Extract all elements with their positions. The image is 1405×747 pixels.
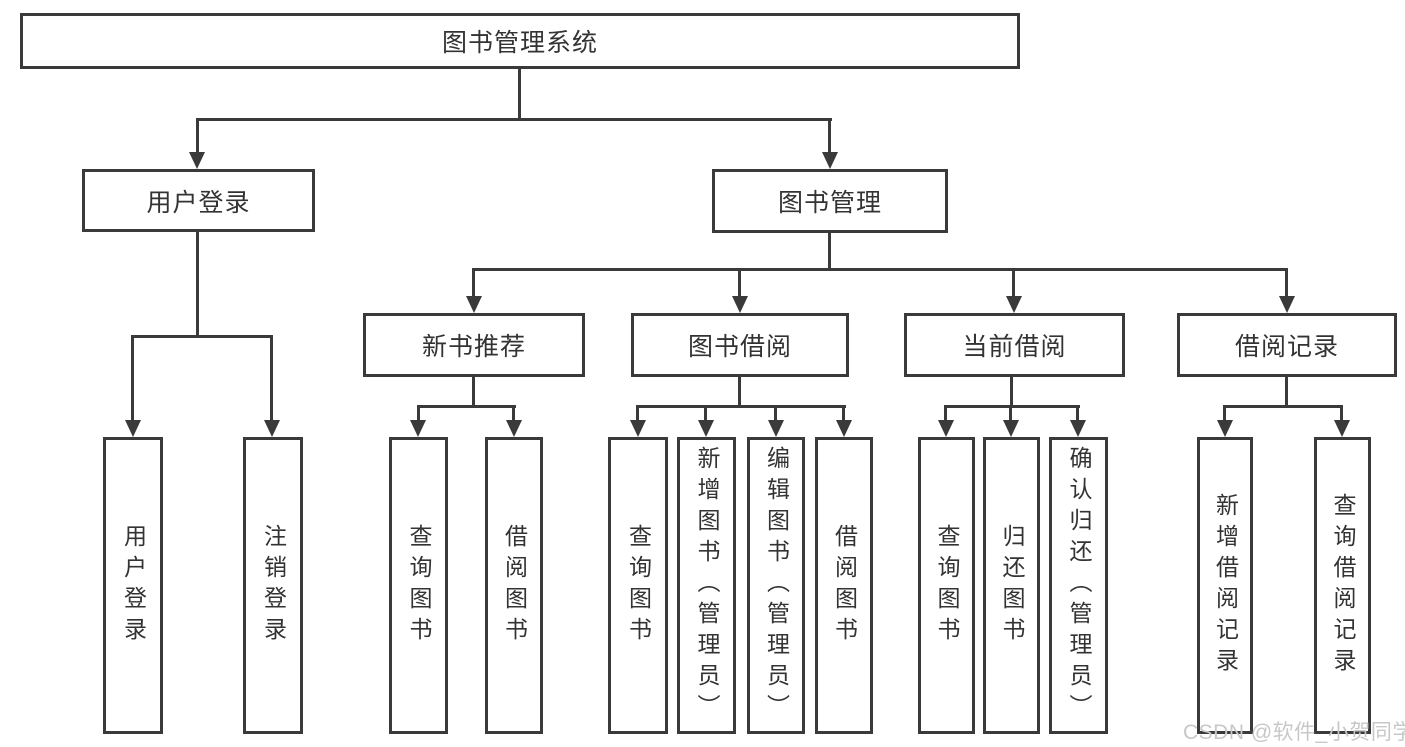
connector-stem [472,268,475,298]
arrowhead-down [822,152,838,169]
node-label: 新书推荐 [421,333,526,361]
connector-branch [472,268,1288,271]
connector-stem [944,405,947,423]
connector-stem [828,233,831,271]
connector-stem [704,405,707,423]
node-label: 当前借阅 [962,333,1067,361]
arrowhead-down [1217,420,1233,437]
connector-branch [636,405,846,408]
leaf-label: 查询借阅记录 [1330,492,1356,679]
node-user-login: 用户登录 [82,169,315,232]
node-borrow-records: 借阅记录 [1177,313,1397,377]
connector-stem [842,405,845,423]
arrowhead-down [506,420,522,437]
leaf-query-books-recommend: 查询图书 [389,437,448,734]
node-label: 借阅记录 [1234,333,1339,361]
leaf-query-borrow-record: 查询借阅记录 [1314,437,1371,734]
leaf-user-login: 用户登录 [103,437,163,734]
leaf-label: 借阅图书 [501,523,528,648]
node-current-borrow: 当前借阅 [904,313,1125,377]
watermark-text: CSDN @软件_小贺同学 [1183,721,1405,744]
leaf-label: 查询图书 [625,523,652,648]
arrowhead-down [410,420,426,437]
connector-branch [944,405,1080,408]
connector-stem [738,268,741,298]
node-label: 图书管理 [777,189,882,217]
connector-root-stem [518,69,521,120]
leaf-label: 借阅图书 [831,523,858,648]
arrowhead-down [732,296,748,313]
leaf-borrow-books-recommend: 借阅图书 [485,437,543,734]
node-label: 图书借阅 [687,333,792,361]
connector-root-branch [196,118,832,121]
node-label: 图书管理系统 [441,29,598,57]
connector-stem [828,118,831,154]
connector-stem [636,405,639,423]
leaf-label: 查询图书 [406,523,432,648]
leaf-confirm-return-admin: 确认归还（管理员） [1049,437,1108,734]
leaf-label: 确认归还（管理员） [1066,446,1092,725]
leaf-label: 新增图书（管理员） [694,446,720,725]
connector-stem [417,405,420,423]
node-book-management: 图书管理 [712,169,948,233]
connector-stem [1340,405,1343,423]
arrowhead-down [1334,420,1350,437]
leaf-return-books: 归还图书 [983,437,1040,734]
arrowhead-down [466,296,482,313]
connector-stem [196,118,199,154]
leaf-borrow-books: 借阅图书 [815,437,873,734]
leaf-label: 编辑图书（管理员） [763,446,790,725]
connector-stem [1012,268,1015,298]
leaf-query-books-borrow: 查询图书 [608,437,668,734]
leaf-edit-books-admin: 编辑图书（管理员） [747,437,805,734]
node-label: 用户登录 [146,188,251,217]
connector-stem [1285,268,1288,298]
connector-stem [774,405,777,423]
connector-stem [472,377,475,408]
connector-stem [1009,405,1012,423]
connector-stem [270,335,273,423]
connector-stem [1010,377,1013,408]
leaf-logout: 注销登录 [243,437,303,734]
connector-stem [131,335,134,423]
arrowhead-down [768,420,784,437]
connector-branch [417,405,516,408]
arrowhead-down [1279,296,1295,313]
arrowhead-down [1003,420,1019,437]
arrowhead-down [698,420,714,437]
arrowhead-down [1006,296,1022,313]
leaf-add-books-admin: 新增图书（管理员） [677,437,736,734]
node-new-book-recommend: 新书推荐 [363,313,585,377]
arrowhead-down [264,420,280,437]
connector-stem [738,377,741,408]
arrowhead-down [1070,420,1086,437]
leaf-add-borrow-record: 新增借阅记录 [1197,437,1253,734]
leaf-label: 新增借阅记录 [1212,492,1239,679]
leaf-label: 查询图书 [934,523,960,648]
connector-stem [196,232,199,338]
node-book-borrow: 图书借阅 [631,313,849,377]
connector-branch [1223,405,1343,408]
leaf-label: 归还图书 [999,523,1025,648]
node-root-system: 图书管理系统 [20,13,1020,69]
arrowhead-down [836,420,852,437]
arrowhead-down [938,420,954,437]
connector-branch [131,335,273,338]
arrowhead-down [125,420,141,437]
arrowhead-down [630,420,646,437]
leaf-label: 注销登录 [260,523,287,648]
connector-stem [1223,405,1226,423]
arrowhead-down [189,152,205,169]
leaf-label: 用户登录 [120,523,147,648]
connector-stem [1076,405,1079,423]
leaf-query-books-current: 查询图书 [918,437,975,734]
connector-stem [512,405,515,423]
connector-stem [1285,377,1288,408]
